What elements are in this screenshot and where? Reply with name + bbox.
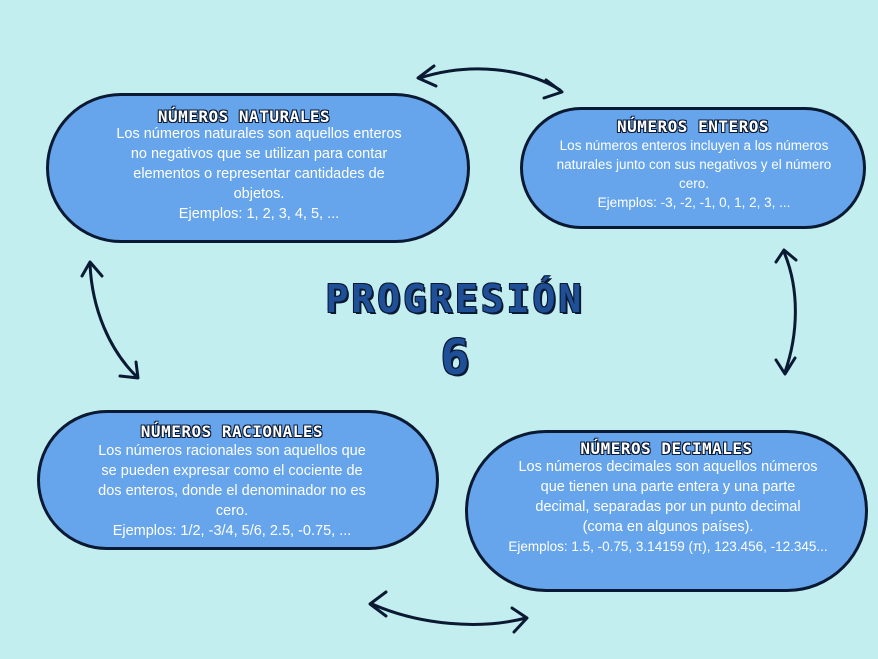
node-text-line: Los números naturales son aquellos enter… xyxy=(116,126,402,142)
node-text-line: (coma en algunos países). xyxy=(582,519,754,535)
node-title: NÚMEROS DECIMALES xyxy=(580,439,753,458)
node-numeros-racionales: NÚMEROS RACIONALES Los números racionale… xyxy=(37,410,439,550)
node-numeros-decimales: NÚMEROS DECIMALES Los números decimales … xyxy=(465,430,868,592)
node-text-line: cero. xyxy=(678,176,709,191)
node-text-line: no negativos que se utilizan para contar xyxy=(130,146,388,162)
node-text-line: decimal, separadas por un punto decimal xyxy=(535,499,801,515)
node-text-line: Los números racionales son aquellos que xyxy=(98,443,366,459)
node-examples: Ejemplos: 1/2, -3/4, 5/6, 2.5, -0.75, ..… xyxy=(112,523,352,539)
node-text-line: se pueden expresar como el cociente de xyxy=(101,463,363,479)
double-arrow-icon xyxy=(368,590,529,634)
node-text-line: que tienen una parte entera y una parte xyxy=(540,479,796,495)
node-text-line: objetos. xyxy=(233,186,285,202)
node-text-line: Los números decimales son aquellos númer… xyxy=(518,459,818,475)
node-text-line: naturales junto con sus negativos y el n… xyxy=(556,157,832,172)
node-text-line: cero. xyxy=(215,503,249,519)
main-title: PROGRESIÓN xyxy=(325,277,585,321)
main-title-number: 6 xyxy=(440,330,470,386)
node-examples: Ejemplos: 1.5, -0.75, 3.14159 (π), 123.4… xyxy=(508,539,828,554)
node-text-line: dos enteros, donde el denominador no es xyxy=(98,483,366,499)
node-text-line: elementos o representar cantidades de xyxy=(133,166,385,182)
node-text-line: Los números enteros incluyen a los númer… xyxy=(559,138,829,153)
node-numeros-naturales: NÚMEROS NATURALES Los números naturales … xyxy=(46,93,470,243)
node-examples: Ejemplos: 1, 2, 3, 4, 5, ... xyxy=(178,206,340,222)
node-title: NÚMEROS NATURALES xyxy=(157,107,331,126)
node-description: Los números naturales son aquellos enter… xyxy=(79,124,439,224)
double-arrow-icon xyxy=(80,260,140,380)
node-description: Los números racionales son aquellos que … xyxy=(60,441,404,541)
node-description: Los números decimales son aquellos númer… xyxy=(476,457,860,557)
double-arrow-icon xyxy=(774,248,798,376)
node-examples: Ejemplos: -3, -2, -1, 0, 1, 2, 3, ... xyxy=(597,195,791,210)
node-title: NÚMEROS RACIONALES xyxy=(140,422,324,441)
double-arrow-icon xyxy=(416,64,564,100)
node-description: Los números enteros incluyen a los númer… xyxy=(529,136,859,212)
node-title: NÚMEROS ENTEROS xyxy=(617,117,769,136)
node-numeros-enteros: NÚMEROS ENTEROS Los números enteros incl… xyxy=(520,107,866,229)
